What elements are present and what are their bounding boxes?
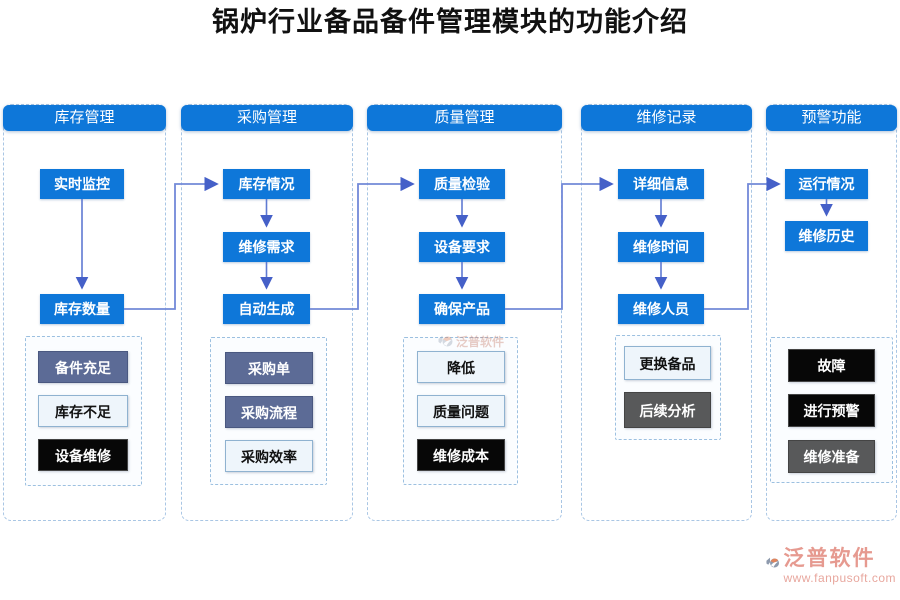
header-quality-management: 质量管理 [367,105,562,131]
tag-replace-spare-parts: 更换备品 [624,346,711,380]
node-maintenance-demand: 维修需求 [223,232,310,262]
tag-procurement-process: 采购流程 [225,396,313,428]
tag-procurement-efficiency: 采购效率 [225,440,313,472]
node-inventory-status: 库存情况 [223,169,310,199]
node-maintenance-history: 维修历史 [785,221,868,251]
node-inventory-quantity: 库存数量 [40,294,124,324]
tag-issue-warning: 进行预警 [788,394,875,427]
header-maintenance-records: 维修记录 [581,105,752,131]
column-maintenance-records [581,104,752,521]
header-procurement-management: 采购管理 [181,105,353,131]
node-operation-status: 运行情况 [785,169,868,199]
node-real-time-monitoring: 实时监控 [40,169,124,199]
tag-quality-issues: 质量问题 [417,395,505,427]
watermark: 泛普软件 [438,333,504,350]
footer-logo-name: 泛普软件 [783,547,876,570]
node-maintenance-personnel: 维修人员 [618,294,704,324]
node-ensure-product: 确保产品 [419,294,505,324]
page-title: 锅炉行业备品备件管理模块的功能介绍 [212,7,688,37]
tag-inventory-insufficient: 库存不足 [38,395,128,427]
tag-fault: 故障 [788,349,875,382]
column-inventory-management [3,104,166,521]
header-warning-function: 预警功能 [766,105,897,131]
tag-maintenance-preparation: 维修准备 [788,440,875,473]
node-auto-generate: 自动生成 [223,294,310,324]
header-inventory-management: 库存管理 [3,105,166,131]
column-warning-function [766,104,897,521]
node-maintenance-time: 维修时间 [618,232,704,262]
footer-logo: 泛普软件 www.fanpusoft.com [766,548,896,584]
tag-spare-parts-sufficient: 备件充足 [38,351,128,383]
tag-equipment-maintenance: 设备维修 [38,439,128,471]
column-quality-management [367,104,562,521]
fanpu-logo-icon [766,557,780,568]
column-procurement-management [181,104,353,521]
footer-logo-url: www.fanpusoft.com [783,571,896,585]
watermark-logo-icon [438,335,453,347]
tag-follow-up-analysis: 后续分析 [624,392,711,428]
tag-maintenance-cost: 维修成本 [417,439,505,471]
watermark-text: 泛普软件 [456,335,505,349]
node-detailed-info: 详细信息 [618,169,704,199]
tag-purchase-order: 采购单 [225,352,313,384]
tag-reduce: 降低 [417,351,505,383]
node-quality-inspection: 质量检验 [419,169,505,199]
node-equipment-requirements: 设备要求 [419,232,505,262]
